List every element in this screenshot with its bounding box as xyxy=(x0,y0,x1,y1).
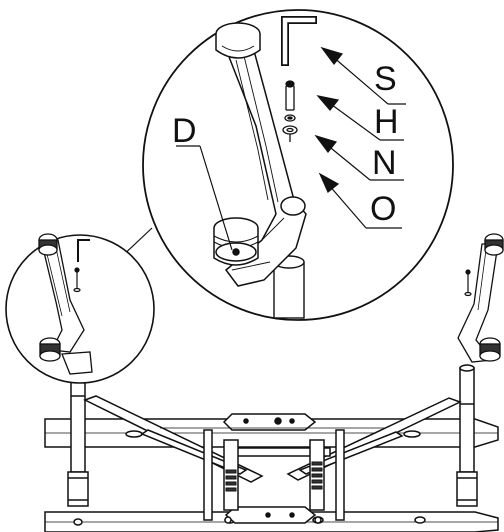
left-leg xyxy=(67,368,89,507)
callout-arrows xyxy=(176,46,406,251)
cross-braces xyxy=(83,395,462,483)
right-bolt-icon xyxy=(464,269,472,297)
label-n: N xyxy=(372,144,397,182)
detail-bottom-mount xyxy=(213,217,259,266)
left-arm-bottom-mount xyxy=(39,337,61,362)
front-rail xyxy=(44,506,499,532)
left-allen-key-icon xyxy=(77,239,90,262)
right-arm-bracket xyxy=(457,233,504,363)
nut-icon xyxy=(284,114,296,122)
detail-arm-bracket xyxy=(223,35,307,287)
label-d: D xyxy=(172,112,197,150)
right-leg xyxy=(456,364,478,507)
left-arm-top-mount xyxy=(38,233,58,256)
arrow-h xyxy=(316,95,404,141)
label-o: O xyxy=(370,190,396,228)
detail-top-mount xyxy=(215,22,261,59)
right-arm-top-mount xyxy=(484,233,504,256)
label-h: H xyxy=(374,103,399,141)
center-actuators xyxy=(203,429,345,524)
arrow-n xyxy=(314,134,404,181)
left-bolt-icon xyxy=(73,267,81,293)
washer-icon xyxy=(282,125,298,142)
left-arm-bracket xyxy=(38,233,93,375)
arrow-s xyxy=(320,46,406,105)
right-arm-bottom-mount xyxy=(479,337,501,362)
left-detail-circle xyxy=(5,233,155,384)
allen-key-icon xyxy=(281,16,317,66)
detail-leg-post xyxy=(273,255,305,319)
desk-frame xyxy=(44,364,499,532)
arrow-d xyxy=(176,145,233,251)
label-s: S xyxy=(374,60,397,98)
callout-labels: D S H N O xyxy=(172,60,399,228)
arrow-o xyxy=(318,172,402,229)
large-detail-circle xyxy=(142,9,454,321)
back-rail xyxy=(44,413,499,448)
bolt-icon xyxy=(285,80,295,111)
